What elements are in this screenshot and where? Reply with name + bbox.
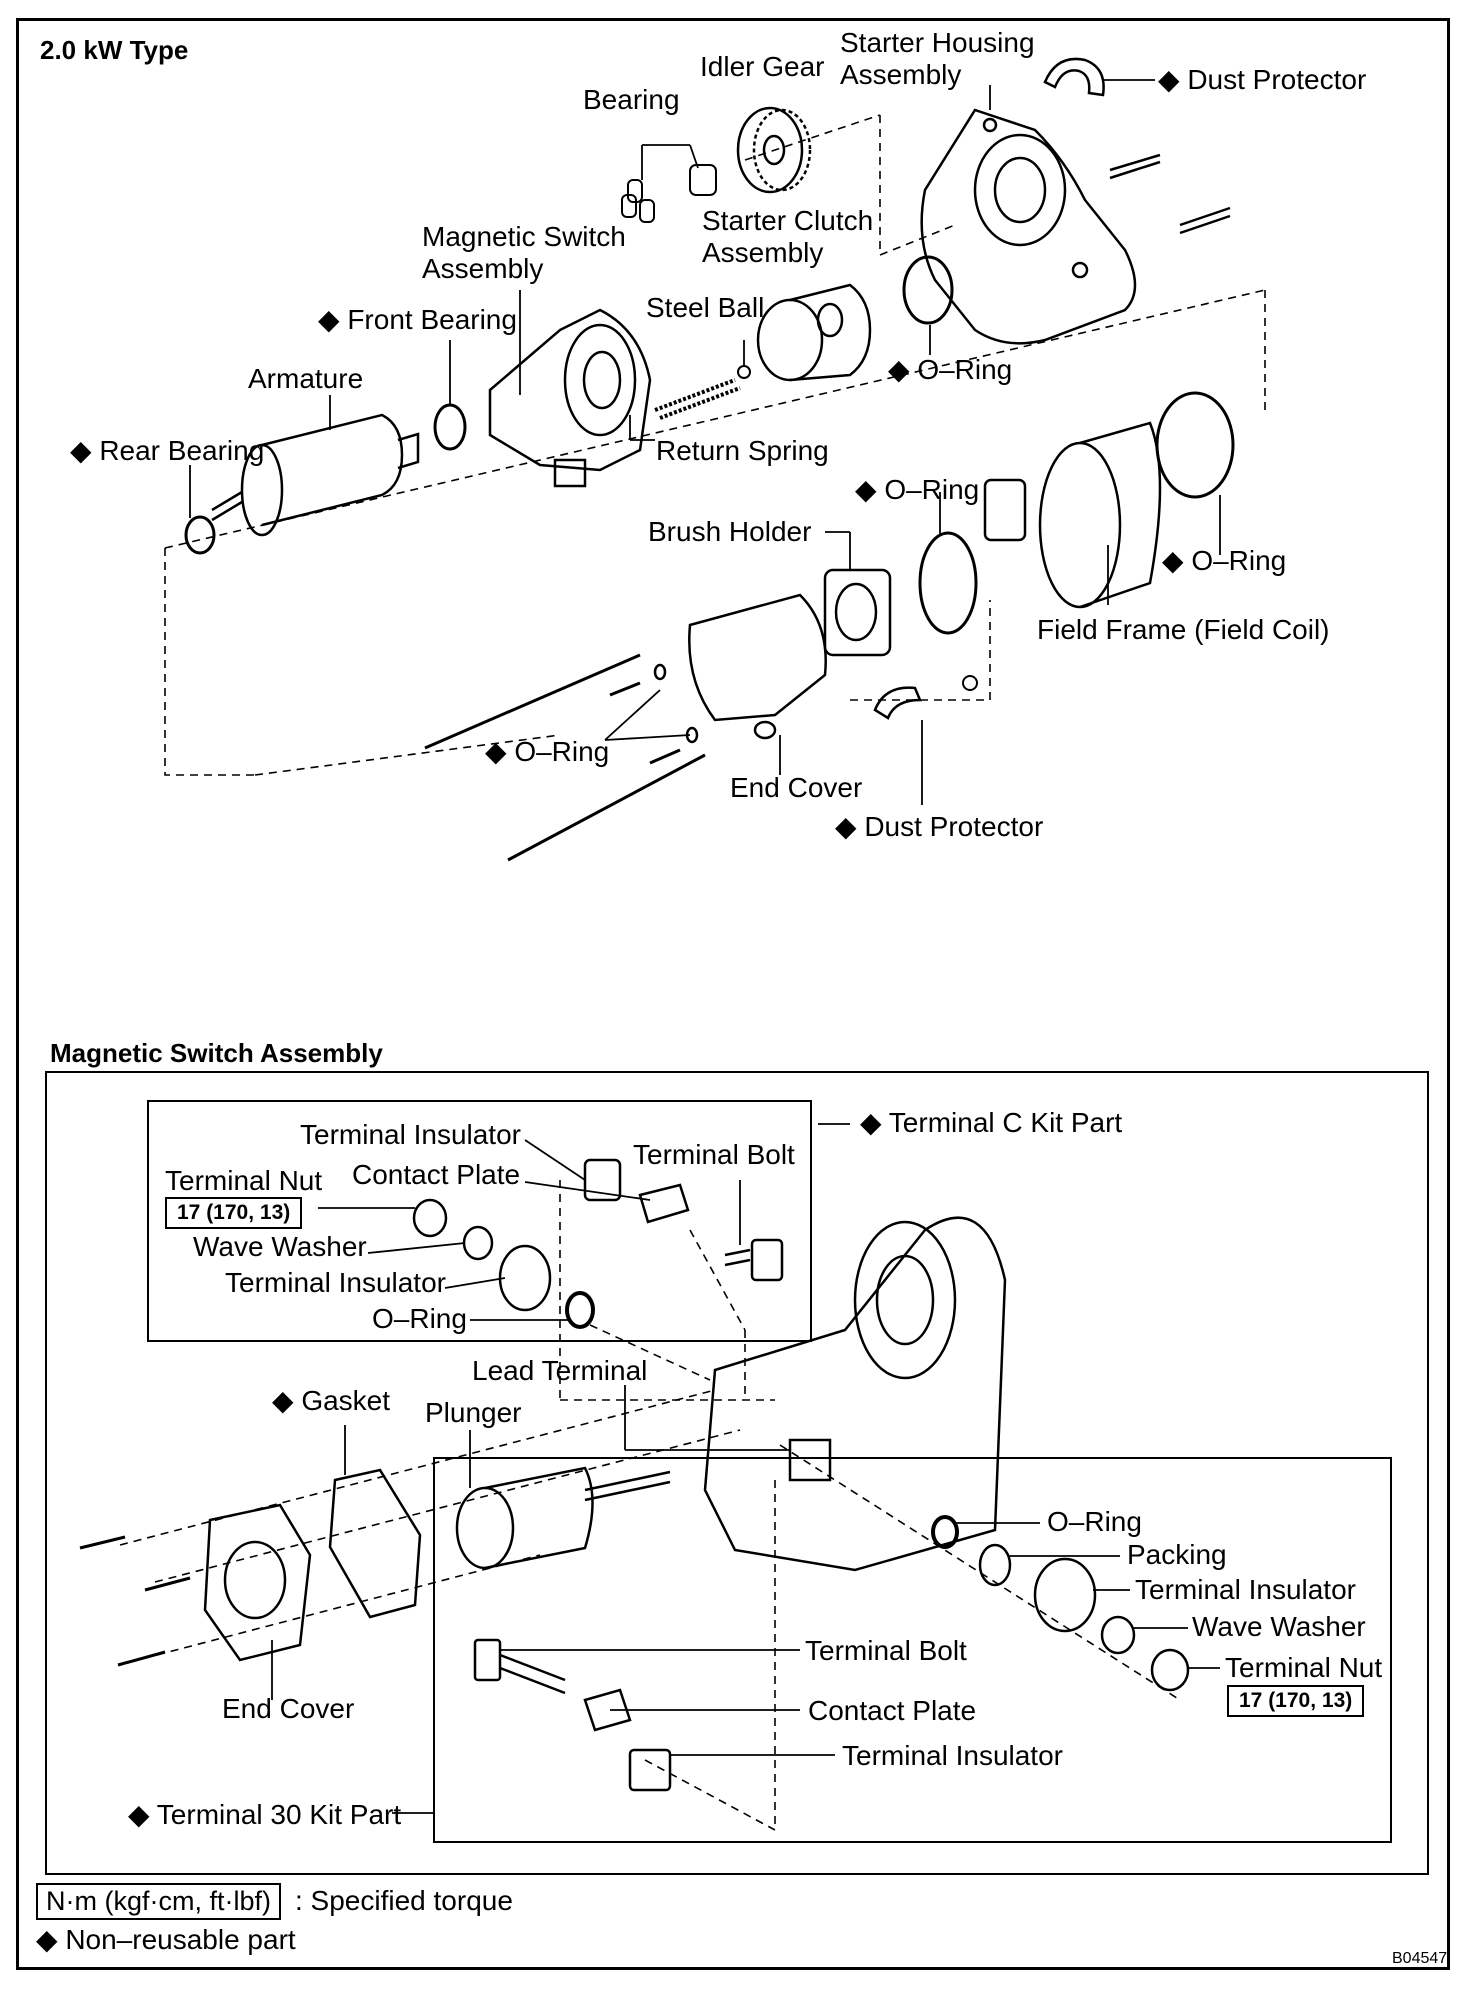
label-terminal-insulator-b: Terminal Insulator bbox=[225, 1267, 446, 1298]
end-cover-bottom-part bbox=[203, 1503, 312, 1662]
label-starter-clutch-line2: Assembly bbox=[702, 237, 824, 268]
legend-nonreusable: ◆ Non–reusable part bbox=[36, 1924, 296, 1955]
starter-clutch-part bbox=[756, 283, 872, 382]
label-terminal-insulator-c: Terminal Insulator bbox=[1135, 1574, 1356, 1605]
label-o-ring-2: ◆ O–Ring bbox=[855, 474, 980, 505]
starter-housing-part bbox=[920, 108, 1231, 345]
label-o-ring-3: ◆ O–Ring bbox=[1162, 545, 1287, 576]
label-terminal-bolt-b: Terminal Bolt bbox=[805, 1635, 967, 1666]
field-frame-part bbox=[983, 421, 1162, 609]
label-terminal-nut-a: Terminal Nut bbox=[165, 1165, 323, 1196]
plunger-part bbox=[455, 1466, 671, 1570]
magnetic-switch-assembly-part bbox=[488, 308, 652, 488]
label-bearing: Bearing bbox=[583, 84, 680, 115]
torque-terminal-nut-a: 17 (170, 13) bbox=[165, 1197, 303, 1229]
figure-frame bbox=[16, 18, 1450, 1970]
label-end-cover-bottom: End Cover bbox=[222, 1693, 355, 1724]
label-front-bearing: ◆ Front Bearing bbox=[318, 304, 517, 335]
label-dust-protector-bottom: ◆ Dust Protector bbox=[835, 811, 1044, 842]
main-section-title: 2.0 kW Type bbox=[40, 35, 189, 65]
label-magnetic-switch-line1: Magnetic Switch bbox=[422, 221, 626, 252]
label-terminal-nut-b: Terminal Nut bbox=[1225, 1652, 1383, 1683]
idler-gear-part bbox=[736, 106, 812, 194]
label-dust-protector-top: ◆ Dust Protector bbox=[1158, 64, 1367, 95]
switch-section-title: Magnetic Switch Assembly bbox=[50, 1038, 383, 1068]
label-starter-housing-line1: Starter Housing bbox=[840, 27, 1035, 58]
nut-small-part bbox=[962, 675, 978, 691]
label-lead-terminal: Lead Terminal bbox=[472, 1355, 648, 1386]
gasket-part bbox=[328, 1468, 422, 1619]
label-terminal-bolt-a: Terminal Bolt bbox=[633, 1139, 795, 1170]
label-armature: Armature bbox=[248, 363, 364, 394]
label-starter-housing-line2: Assembly bbox=[840, 59, 962, 90]
torque-terminal-nut-b: 17 (170, 13) bbox=[1227, 1685, 1365, 1717]
terminal-30-side-parts bbox=[931, 1515, 1190, 1692]
label-starter-clutch-line1: Starter Clutch bbox=[702, 205, 874, 236]
legend-torque-unit: N·m (kgf·cm, ft·lbf) bbox=[36, 1883, 281, 1920]
steel-ball-part bbox=[737, 365, 751, 379]
legend-torque-desc: : Specified torque bbox=[295, 1885, 513, 1916]
label-plunger: Plunger bbox=[425, 1397, 522, 1428]
o-ring-2-part bbox=[918, 531, 978, 635]
assembly-guide-lines bbox=[164, 114, 1266, 776]
label-return-spring: Return Spring bbox=[656, 435, 829, 466]
end-cover-screws-part bbox=[79, 1535, 191, 1667]
label-o-ring-a: O–Ring bbox=[372, 1303, 467, 1334]
brush-holder-part bbox=[823, 568, 892, 657]
label-o-ring-1: ◆ O–Ring bbox=[888, 354, 1013, 385]
switch-housing-part bbox=[703, 1216, 1007, 1572]
label-terminal-insulator-d: Terminal Insulator bbox=[842, 1740, 1063, 1771]
bearing-part bbox=[621, 164, 717, 223]
label-end-cover-top: End Cover bbox=[730, 772, 863, 803]
label-wave-washer-a: Wave Washer bbox=[193, 1231, 367, 1262]
terminal-30-kit-box bbox=[433, 1457, 1392, 1843]
o-ring-small-part bbox=[653, 663, 667, 681]
terminal-c-kit-box bbox=[147, 1100, 812, 1342]
label-gasket: ◆ Gasket bbox=[272, 1385, 391, 1416]
dust-protector-bottom-part bbox=[873, 686, 922, 720]
o-ring-4-part bbox=[1155, 391, 1235, 499]
label-terminal-insulator-a: Terminal Insulator bbox=[300, 1119, 521, 1150]
terminal-30-kit-parts bbox=[473, 1638, 672, 1792]
label-terminal-c-kit: ◆ Terminal C Kit Part bbox=[860, 1107, 1123, 1138]
label-o-ring-b: O–Ring bbox=[1047, 1506, 1142, 1537]
armature-part bbox=[211, 413, 420, 537]
label-packing: Packing bbox=[1127, 1539, 1227, 1570]
label-field-frame: Field Frame (Field Coil) bbox=[1037, 614, 1330, 645]
label-wave-washer-b: Wave Washer bbox=[1192, 1611, 1366, 1642]
label-brush-holder: Brush Holder bbox=[648, 516, 812, 547]
leader-lines-bottom bbox=[271, 1123, 1220, 1814]
leader-lines-top bbox=[189, 79, 1221, 805]
rear-bearing-part bbox=[184, 515, 216, 555]
label-contact-plate-b: Contact Plate bbox=[808, 1695, 977, 1726]
label-magnetic-switch-line2: Assembly bbox=[422, 253, 544, 284]
through-bolts-part bbox=[424, 653, 706, 862]
label-idler-gear: Idler Gear bbox=[700, 51, 825, 82]
switch-section-border bbox=[45, 1071, 1429, 1875]
end-cover-top-part bbox=[688, 593, 827, 740]
return-spring-part bbox=[654, 378, 741, 420]
label-rear-bearing: ◆ Rear Bearing bbox=[70, 435, 265, 466]
dust-protector-top-part bbox=[1043, 57, 1105, 97]
figure-code: B04547 bbox=[1392, 1950, 1448, 1967]
front-bearing-part bbox=[433, 403, 467, 451]
label-contact-plate-a: Contact Plate bbox=[352, 1159, 521, 1190]
label-steel-ball: Steel Ball bbox=[646, 292, 765, 323]
label-terminal-30-kit: ◆ Terminal 30 Kit Part bbox=[128, 1799, 402, 1830]
o-ring-1-part bbox=[902, 255, 954, 325]
label-o-ring-4: ◆ O–Ring bbox=[485, 736, 610, 767]
